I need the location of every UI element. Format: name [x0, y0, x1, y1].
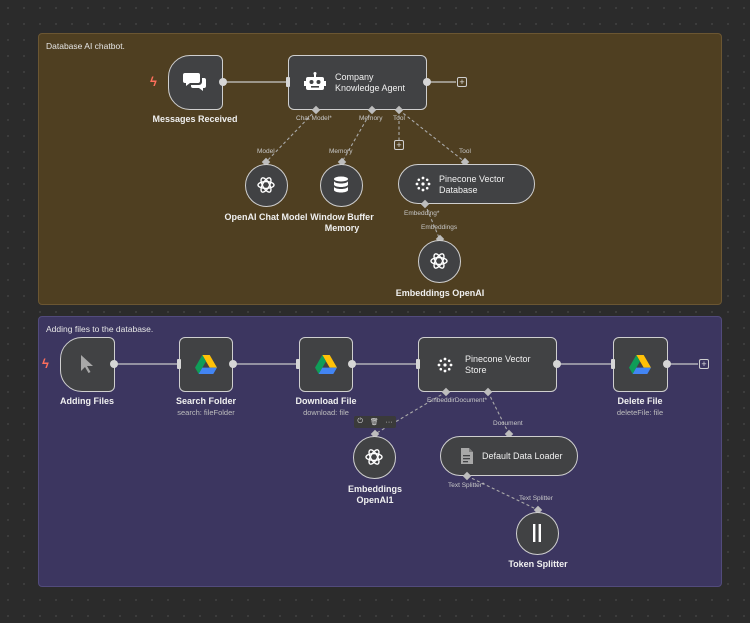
download-file-subtitle: download: file	[303, 408, 349, 417]
robot-icon	[303, 70, 327, 94]
agent-label-line1: Company	[335, 72, 374, 82]
pinecone-db-label-line2: Database	[439, 185, 478, 195]
token-splitter-node[interactable]	[516, 512, 559, 555]
window-buffer-memory-label-line2: Memory	[324, 223, 360, 233]
pinecone-icon	[413, 174, 433, 194]
splitter-icon	[517, 513, 557, 553]
sticky-note-label: Adding files to the database.	[46, 324, 154, 334]
download-file-node[interactable]	[299, 337, 353, 392]
database-icon	[321, 165, 361, 205]
add-node-button[interactable]: +	[457, 77, 467, 87]
default-data-loader-label: Default Data Loader	[482, 451, 563, 461]
document-icon	[456, 446, 476, 466]
adding-files-label: Adding Files	[60, 396, 114, 406]
search-folder-label: Search Folder	[175, 396, 237, 406]
output-port[interactable]	[229, 360, 237, 368]
messages-received-node[interactable]	[168, 55, 223, 110]
openai-chat-model-node[interactable]	[245, 164, 288, 207]
default-data-loader-node[interactable]: Default Data Loader	[440, 436, 578, 476]
adding-files-node[interactable]	[60, 337, 115, 392]
output-port[interactable]	[219, 78, 227, 86]
cursor-icon	[61, 338, 113, 390]
trigger-bolt-icon: ϟ	[150, 74, 157, 89]
output-port[interactable]	[553, 360, 561, 368]
port-label-tool-in: Tool	[459, 148, 471, 155]
input-port[interactable]	[177, 359, 181, 369]
company-knowledge-agent-node[interactable]: Company Knowledge Agent	[288, 55, 427, 110]
port-label-document: Document	[493, 420, 523, 427]
search-folder-node[interactable]	[179, 337, 233, 392]
port-label-tool: Tool	[393, 115, 405, 122]
download-file-label: Download File	[295, 396, 357, 406]
port-label-text-splitter-star: Text Splitter*	[448, 482, 485, 489]
port-label-embedding: Embedding*	[404, 210, 440, 217]
openai-chat-model-label: OpenAI Chat Model	[224, 212, 308, 222]
search-folder-subtitle: search: fileFolder	[177, 408, 235, 417]
node-toolbar: ⏻ 🗑 ···	[354, 416, 396, 428]
power-icon[interactable]: ⏻	[357, 418, 363, 425]
output-port[interactable]	[348, 360, 356, 368]
add-tool-button[interactable]: +	[394, 140, 404, 150]
input-port[interactable]	[611, 359, 615, 369]
delete-file-node[interactable]	[613, 337, 668, 392]
more-icon[interactable]: ···	[385, 418, 393, 426]
agent-label-line2: Knowledge Agent	[335, 83, 406, 93]
pinecone-icon	[435, 355, 455, 375]
port-label-embedding-document: EmbeddirDocument*	[427, 397, 487, 404]
pinecone-db-label-line1: Pinecone Vector	[439, 174, 505, 184]
embeddings-openai1-label-line2: OpenAI1	[356, 495, 394, 505]
port-label-chat-model: Chat Model*	[296, 115, 332, 122]
google-drive-icon	[300, 338, 351, 390]
pinecone-vector-store-node[interactable]: Pinecone Vector Store	[418, 337, 557, 392]
openai-icon	[246, 165, 286, 205]
output-port[interactable]	[663, 360, 671, 368]
token-splitter-label: Token Splitter	[508, 559, 568, 569]
openai-icon	[419, 241, 459, 281]
trigger-bolt-icon: ϟ	[42, 356, 49, 371]
google-drive-icon	[180, 338, 231, 390]
messages-received-label: Messages Received	[152, 114, 238, 124]
chat-bubbles-icon	[169, 56, 221, 108]
output-port[interactable]	[423, 78, 431, 86]
window-buffer-memory-node[interactable]	[320, 164, 363, 207]
output-port[interactable]	[110, 360, 118, 368]
embeddings-openai-label: Embeddings OpenAI	[395, 288, 485, 298]
sticky-note-label: Database AI chatbot.	[46, 41, 125, 51]
add-node-button[interactable]: +	[699, 359, 709, 369]
port-label-text-splitter: Text Splitter	[519, 495, 553, 502]
pinecone-store-label-line1: Pinecone Vector	[465, 354, 531, 364]
port-label-model: Model	[257, 148, 275, 155]
pinecone-vector-database-node[interactable]: Pinecone Vector Database	[398, 164, 535, 204]
embeddings-openai-node[interactable]	[418, 240, 461, 283]
embeddings-openai1-node[interactable]	[353, 436, 396, 479]
embeddings-openai1-label-line1: Embeddings	[347, 484, 402, 494]
input-port[interactable]	[296, 359, 300, 369]
input-port[interactable]	[286, 77, 290, 87]
delete-file-label: Delete File	[617, 396, 663, 406]
pinecone-store-label-line2: Store	[465, 365, 487, 375]
port-label-memory-in: Memory	[329, 148, 353, 155]
port-label-embeddings: Embeddings	[421, 224, 458, 231]
trash-icon[interactable]: 🗑	[369, 419, 379, 426]
google-drive-icon	[614, 338, 666, 390]
openai-icon	[354, 437, 394, 477]
input-port[interactable]	[416, 359, 420, 369]
port-label-memory: Memory	[359, 115, 383, 122]
delete-file-subtitle: deleteFile: file	[616, 408, 664, 417]
window-buffer-memory-label-line1: Window Buffer	[310, 212, 374, 222]
